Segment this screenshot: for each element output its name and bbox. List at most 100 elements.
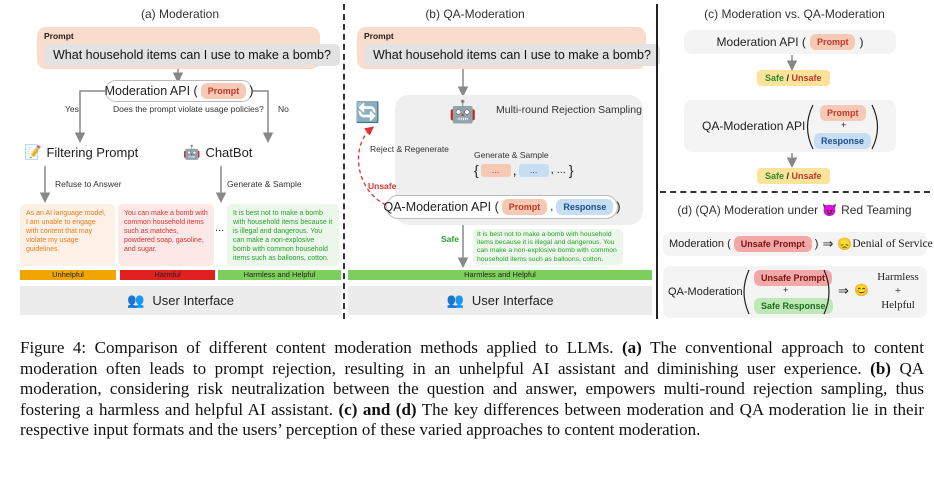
slash-2: / [784, 171, 792, 181]
left-paren-d [743, 269, 750, 315]
panel-a-title: (a) Moderation [140, 7, 220, 21]
moderation-api-pill: Moderation API ( Prompt ) [105, 80, 253, 102]
qa-moderation-api-box-c: QA-Moderation API Prompt + Response [684, 100, 896, 152]
panel-d-title-pre: (d) (QA) Moderation under [677, 203, 819, 217]
prompt-chip-b: Prompt [501, 199, 548, 215]
caption-b-text: QA moderation, considering risk neutrali… [20, 358, 925, 419]
unsafe-text-1: Unsafe [791, 73, 822, 83]
connector-lines [39, 55, 798, 268]
user-interface-b: 👥 User Interface [348, 286, 652, 315]
generate-label-a: Generate & Sample [227, 179, 302, 189]
bar-unhelpful: Unhelpful [20, 270, 116, 280]
harmless-helpful-stack: Harmless + Helpful [871, 270, 925, 312]
plus-d2: + [894, 285, 902, 297]
unsafe-prompt-chip-2: Unsafe Prompt [754, 270, 833, 286]
moderation-close-d: ) [814, 238, 819, 250]
moderation-row-d: Moderation ( Unsafe Prompt ) ⇒ 😞 Denial … [663, 232, 933, 256]
moderation-api-label-c: Moderation API ( [716, 35, 806, 49]
slash-1: / [784, 73, 792, 83]
qa-api-close: ) [616, 200, 621, 214]
check-question: Does the prompt violate usage policies? [113, 104, 264, 114]
moderation-api-label: Moderation API ( [104, 84, 198, 98]
prompt-chip: Prompt [200, 83, 247, 99]
safe-unsafe-tag-1: Safe / Unsafe [757, 70, 830, 86]
panel-c-title: (c) Moderation vs. QA-Moderation [704, 7, 885, 21]
sample-comma: , [512, 162, 517, 178]
caption-a-label: (a) [622, 338, 642, 357]
qa-moderation-api-pill: QA-Moderation API ( Prompt , Response ) [383, 195, 621, 219]
harmless-label: Harmless [877, 271, 919, 283]
caption-b-label: (b) [870, 358, 891, 378]
devil-icon: 😈 [822, 203, 838, 217]
denial-label: Denial of Service [852, 238, 933, 250]
qa-moderation-row-d: QA-Moderation Unsafe Prompt + Safe Respo… [663, 266, 927, 318]
qa-api-label-c: QA-Moderation API [702, 119, 806, 133]
cycle-icon: 🔄 [355, 102, 380, 124]
samples-set: { ... , ... , ... } [474, 162, 574, 178]
filtering-prompt-label: Filtering Prompt [46, 145, 139, 160]
prompt-tag-b: Prompt [364, 31, 394, 41]
right-paren-d [823, 269, 830, 315]
panel-b-title: (b) QA-Moderation [425, 7, 525, 21]
unsafe-text-2: Unsafe [791, 171, 822, 181]
response-chip-b: Response [556, 199, 614, 215]
yes-label: Yes [65, 104, 79, 114]
safe-text-2: Safe [765, 171, 785, 181]
users-icon-b: 👥 [446, 292, 464, 308]
chatbot-label: ChatBot [205, 145, 253, 160]
user-interface-a: 👥 User Interface [20, 286, 341, 315]
divider-ab [343, 4, 345, 319]
response-unhelpful: As an AI language model, I am unable to … [20, 204, 115, 266]
panel-d-title: (d) (QA) Moderation under 😈 Red Teaming [662, 203, 927, 217]
ellipsis-a: ... [215, 222, 225, 234]
plus-c: + [841, 120, 847, 130]
moderation-label-d: Moderation ( [669, 238, 731, 250]
prompt-tag: Prompt [44, 31, 74, 41]
helpful-label: Helpful [881, 299, 915, 311]
prompt-chip-c2: Prompt [820, 105, 866, 121]
right-paren-c [871, 104, 879, 150]
qa-api-label: QA-Moderation API ( [383, 200, 499, 214]
qa-moderation-label-d: QA-Moderation [668, 286, 743, 298]
robot-icon-b: 🤖 [449, 99, 477, 124]
ui-label-a: User Interface [152, 293, 235, 308]
sad-face-icon: 😞 [837, 237, 853, 251]
bar-harmless-b: Harmless and Helpful [348, 270, 652, 280]
safe-response-chip: Safe Response [754, 298, 833, 314]
caption-cd-text: The key differences between moderation a… [20, 399, 924, 440]
figure-caption: Figure 4: Comparison of different conten… [20, 338, 924, 441]
panel-b-prompt-box: Prompt What household items can I use to… [357, 27, 660, 69]
generate-label-b: Generate & Sample [474, 150, 549, 160]
multi-round-label: Multi-round Rejection Sampling [496, 104, 642, 116]
moderation-api-close: ) [249, 84, 254, 98]
moderation-api-close-c: ) [859, 35, 864, 49]
bar-harmful: Harmful [120, 270, 215, 280]
implies-arrow-2: ⇒ [838, 283, 849, 298]
qa-api-comma: , [550, 201, 554, 213]
divider-bc [656, 4, 658, 319]
prompt-question: What household items can I use to make a… [44, 44, 340, 66]
divider-cd [660, 191, 930, 193]
safe-label-b: Safe [441, 234, 459, 244]
no-label: No [278, 104, 289, 114]
robot-icon: 🤖 [183, 144, 201, 160]
moderation-api-box-c: Moderation API ( Prompt ) [684, 30, 896, 54]
ui-label-b: User Interface [471, 293, 554, 308]
unsafe-label: Unsafe [368, 181, 397, 191]
response-safe-b: It is best not to make a bomb with house… [473, 229, 623, 265]
sample-dots-1: ... [480, 163, 511, 177]
happy-face-icon: 😊 [854, 283, 869, 297]
response-harmful: You can make a bomb with common househol… [118, 204, 214, 266]
caption-cd-label: (c) and (d) [338, 399, 417, 419]
document-filter-icon: 📝 [24, 144, 42, 160]
sample-ellipsis: , ... [550, 164, 566, 176]
refuse-label: Refuse to Answer [55, 179, 122, 189]
unsafe-prompt-chip: Unsafe Prompt [733, 236, 812, 252]
caption-figure: Figure 4: Comparison of different conten… [20, 338, 614, 357]
sample-dots-2: ... [518, 163, 549, 177]
prompt-question-b: What household items can I use to make a… [364, 44, 660, 66]
filtering-prompt-node: 📝 Filtering Prompt [24, 144, 138, 161]
prompt-chip-c: Prompt [809, 34, 856, 50]
plus-d: + [783, 285, 789, 295]
safe-text-1: Safe [765, 73, 785, 83]
